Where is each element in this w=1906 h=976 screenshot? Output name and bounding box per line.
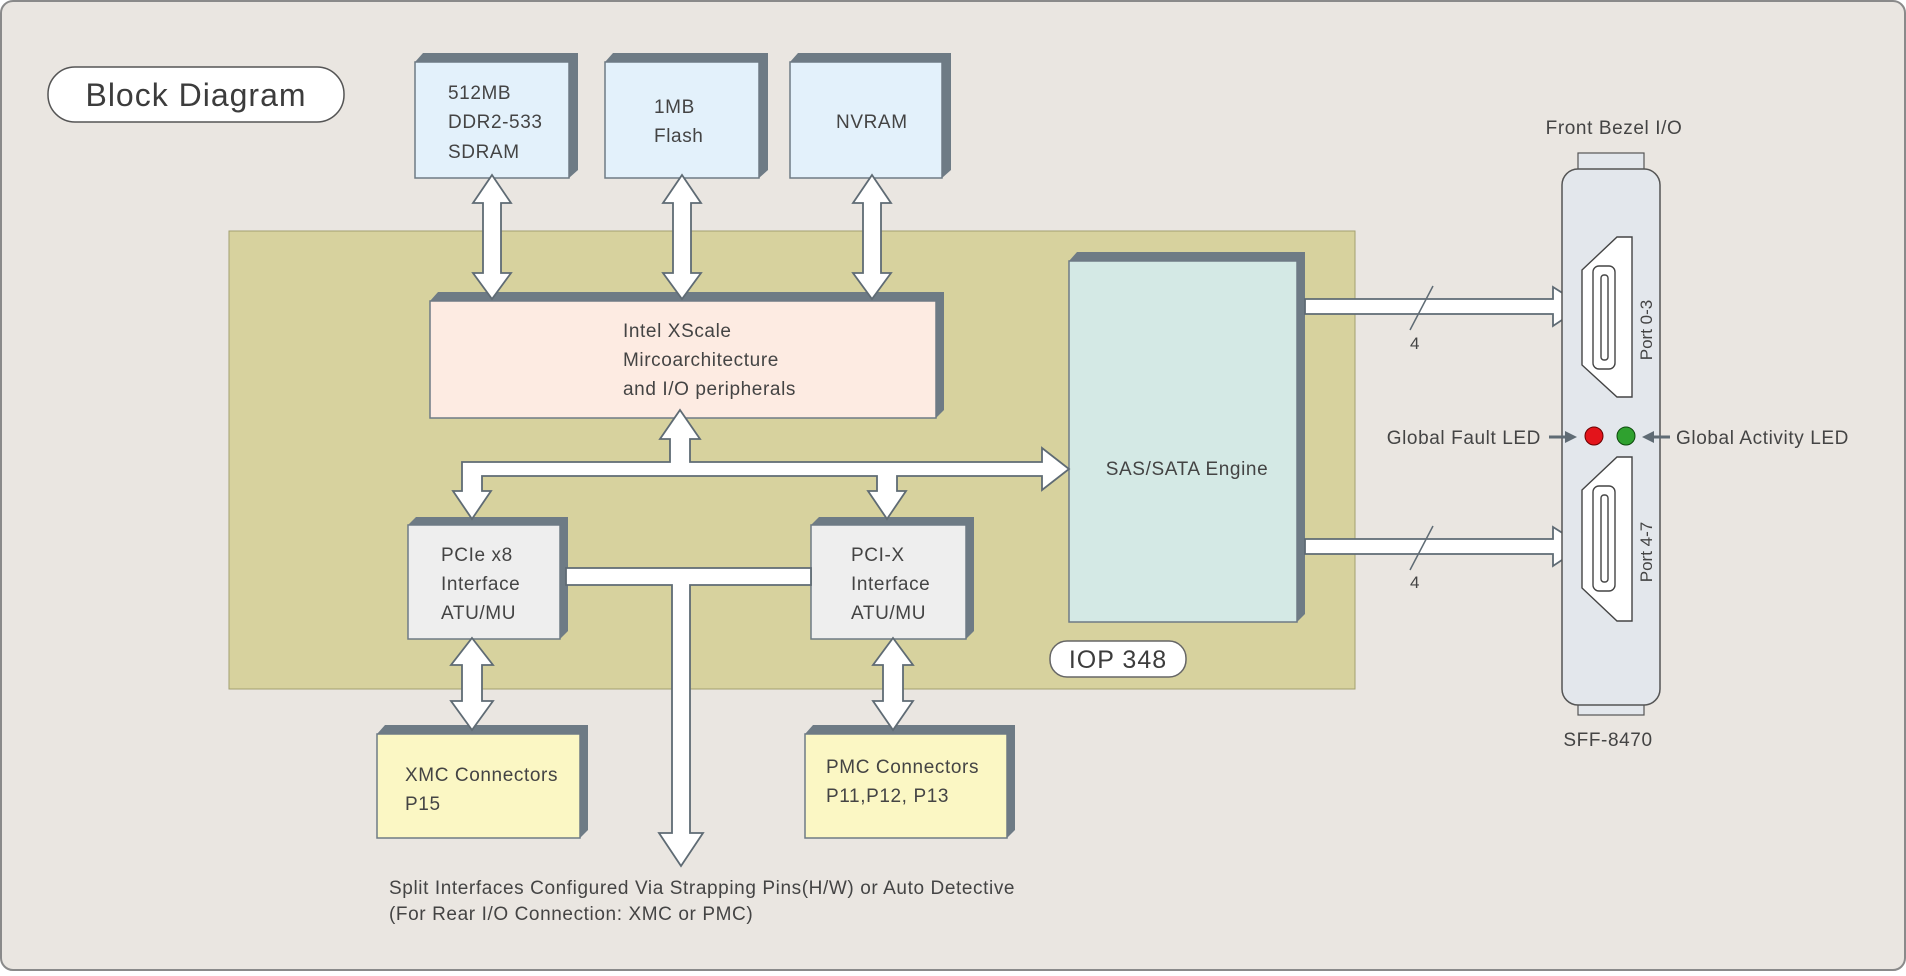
bus-width-bottom: 4 bbox=[1410, 573, 1419, 592]
xscale-processor-block: Intel XScale Mircoarchitecture and I/O p… bbox=[429, 292, 944, 419]
port-4-7-label: Port 4-7 bbox=[1637, 522, 1656, 582]
nvram-cpu-arrow bbox=[851, 173, 893, 301]
pcix-interface-block: PCI-X Interface ATU/MU bbox=[810, 517, 974, 640]
xmc-line-2: P15 bbox=[405, 794, 441, 815]
nvram-label: NVRAM bbox=[836, 112, 908, 133]
fault-led-arrowhead bbox=[1565, 431, 1577, 443]
global-activity-led bbox=[1616, 426, 1636, 446]
nvram-block: NVRAM bbox=[789, 53, 951, 179]
sdram-line-3: SDRAM bbox=[448, 142, 520, 163]
global-fault-led bbox=[1584, 426, 1604, 446]
iop-label-pill bbox=[1049, 640, 1187, 678]
cpu-line-2: Mircoarchitecture bbox=[623, 350, 779, 371]
pmc-line-1: PMC Connectors bbox=[826, 757, 979, 778]
note-line-1: Split Interfaces Configured Via Strappin… bbox=[389, 878, 1015, 899]
port-0-3-connector bbox=[1581, 236, 1633, 398]
sdram-block: 512MB DDR2-533 SDRAM bbox=[414, 53, 578, 179]
pcix-pmc-arrow bbox=[871, 636, 915, 732]
pcix-line-1: PCI-X bbox=[851, 545, 905, 566]
port-4-7-connector bbox=[1581, 456, 1633, 622]
flash-cpu-arrow bbox=[661, 173, 703, 301]
cpu-line-3: and I/O peripherals bbox=[623, 379, 796, 400]
pcix-line-2: Interface bbox=[851, 574, 930, 595]
iop-label: IOP 348 bbox=[1069, 646, 1167, 674]
flash-block: 1MB Flash bbox=[604, 53, 768, 179]
sdram-line-1: 512MB bbox=[448, 83, 511, 104]
global-activity-led-label: Global Activity LED bbox=[1676, 428, 1849, 449]
title-pill bbox=[47, 66, 345, 123]
split-bus-arrow bbox=[565, 567, 812, 868]
sas-sata-engine-block: SAS/SATA Engine bbox=[1068, 252, 1305, 623]
flash-line-1: 1MB bbox=[654, 97, 695, 118]
pcie-line-3: ATU/MU bbox=[441, 603, 516, 624]
pcix-line-3: ATU/MU bbox=[851, 603, 926, 624]
xmc-line-1: XMC Connectors bbox=[405, 765, 558, 786]
sdram-line-2: DDR2-533 bbox=[448, 112, 543, 133]
bezel-footer: SFF-8470 bbox=[1563, 730, 1652, 751]
flash-line-2: Flash bbox=[654, 126, 703, 147]
sas-engine-label: SAS/SATA Engine bbox=[1106, 459, 1269, 480]
pmc-connectors-block: PMC Connectors P11,P12, P13 bbox=[804, 725, 1015, 839]
pcie-xmc-arrow bbox=[449, 636, 495, 732]
cpu-line-1: Intel XScale bbox=[623, 321, 732, 342]
pcie-interface-block: PCIe x8 Interface ATU/MU bbox=[407, 517, 568, 640]
pmc-line-2: P11,P12, P13 bbox=[826, 786, 949, 807]
pcie-line-1: PCIe x8 bbox=[441, 545, 513, 566]
note-line-2: (For Rear I/O Connection: XMC or PMC) bbox=[389, 904, 753, 925]
pcie-line-2: Interface bbox=[441, 574, 520, 595]
xmc-connectors-block: XMC Connectors P15 bbox=[376, 725, 588, 839]
bus-width-top: 4 bbox=[1410, 334, 1419, 353]
bus-width-slash-bottom bbox=[1409, 525, 1434, 571]
activity-led-arrowhead bbox=[1642, 431, 1654, 443]
sdram-cpu-arrow bbox=[471, 173, 513, 301]
internal-bus-arrow bbox=[451, 408, 1071, 521]
bus-width-slash-top bbox=[1409, 285, 1434, 331]
bezel-title: Front Bezel I/O bbox=[1546, 118, 1683, 139]
global-fault-led-label: Global Fault LED bbox=[1387, 428, 1541, 449]
port-0-3-label: Port 0-3 bbox=[1637, 300, 1656, 360]
diagram-title: Block Diagram bbox=[85, 77, 306, 113]
front-bezel-panel bbox=[1561, 152, 1661, 716]
